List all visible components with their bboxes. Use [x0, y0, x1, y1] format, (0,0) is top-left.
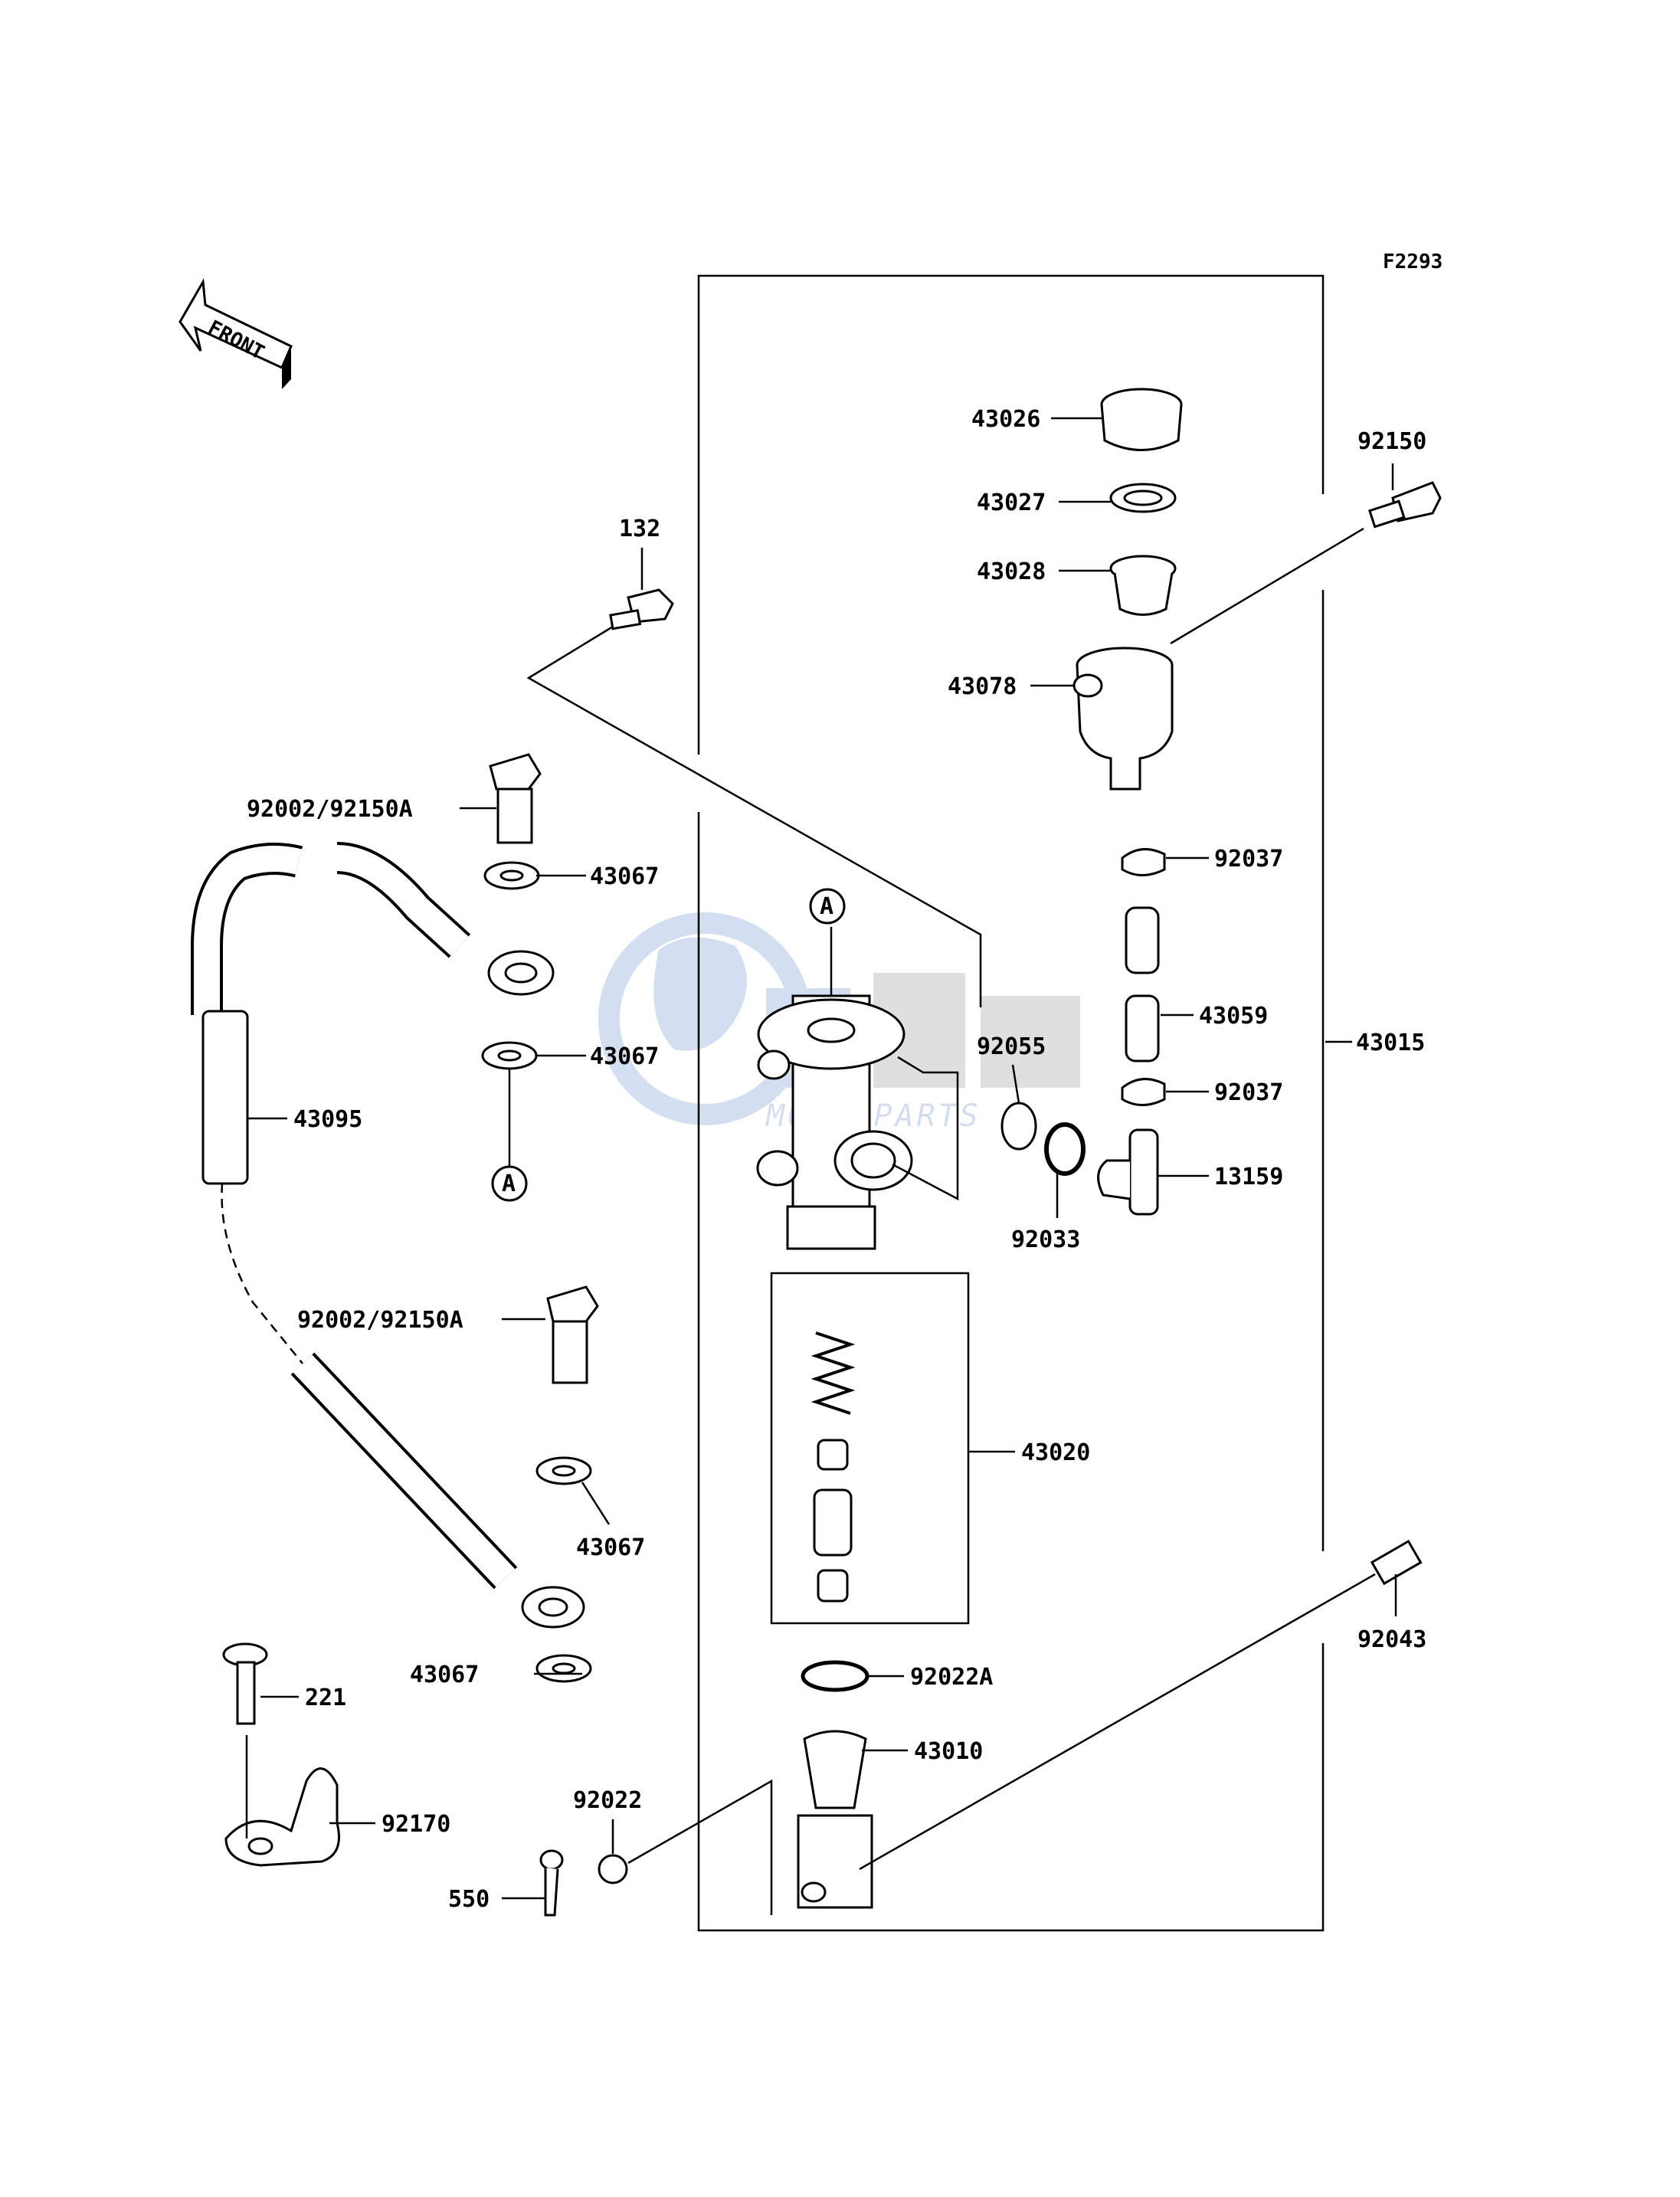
push-rod [797, 1730, 873, 1909]
leader-lines [245, 417, 1397, 1915]
hose-clamp-92170 [224, 1767, 340, 1867]
hose-clamp-1 [1121, 848, 1166, 876]
reservoir-hose [1125, 906, 1160, 1062]
label-43026: 43026 [971, 406, 1040, 433]
reservoir [1073, 647, 1174, 791]
label-43067-1: 43067 [590, 863, 659, 890]
label-92170: 92170 [382, 1811, 450, 1838]
label-43028: 43028 [977, 558, 1046, 585]
label-43020: 43020 [1021, 1439, 1090, 1466]
washer-3 [535, 1456, 592, 1485]
label-92022: 92022 [573, 1787, 642, 1814]
label-92037-2: 92037 [1214, 1079, 1283, 1106]
label-43067-3: 43067 [576, 1534, 645, 1561]
diaphragm-plate [1109, 483, 1177, 513]
brake-hose [191, 842, 585, 1629]
label-43067-4: 43067 [410, 1662, 479, 1688]
label-43015: 43015 [1356, 1030, 1425, 1056]
label-550: 550 [448, 1886, 490, 1913]
label-92002-top: 92002/92150A [247, 796, 413, 823]
piston-cup [817, 1439, 849, 1471]
label-221: 221 [305, 1685, 346, 1711]
washer-4 [535, 1654, 592, 1683]
label-43078: 43078 [948, 673, 1017, 700]
svg-text:A: A [820, 893, 833, 920]
diaphragm [1109, 555, 1177, 616]
label-92150: 92150 [1357, 428, 1426, 455]
circlip-92033 [1044, 1122, 1086, 1176]
banjo-bolt-bottom [546, 1285, 599, 1384]
callout-a-bottom: A [491, 1165, 528, 1202]
reservoir-cap [1100, 388, 1183, 451]
piston-kit-box [770, 1272, 970, 1625]
label-92043: 92043 [1357, 1626, 1426, 1653]
circlip-92022A [801, 1660, 869, 1692]
label-92055: 92055 [977, 1033, 1046, 1060]
label-132: 132 [619, 516, 660, 542]
bolt-92150 [1367, 481, 1442, 529]
o-ring [1000, 1102, 1037, 1151]
label-43095: 43095 [293, 1106, 362, 1133]
master-cylinder-body [756, 994, 913, 1250]
front-arrow-icon: FRONT [178, 278, 293, 389]
figure-code: F2293 [1383, 250, 1443, 273]
callout-a-top: A [809, 888, 846, 925]
piston [813, 1488, 853, 1557]
cotter-pin [539, 1849, 564, 1917]
label-43010: 43010 [914, 1738, 983, 1765]
label-92037-1: 92037 [1214, 846, 1283, 873]
piston-spring [811, 1331, 856, 1415]
part-labels: 43026 43027 43028 43078 92150 132 92002/… [247, 406, 1426, 1913]
label-92002-bottom: 92002/92150A [297, 1307, 463, 1334]
washer-92022 [598, 1854, 628, 1884]
label-13159: 13159 [1214, 1164, 1283, 1190]
assembly-frame [697, 274, 1325, 1932]
label-43027: 43027 [977, 489, 1046, 516]
clevis-pin [1370, 1539, 1423, 1586]
label-43067-2: 43067 [590, 1043, 659, 1070]
screw-221 [222, 1642, 268, 1725]
hose-clamp-2 [1121, 1078, 1166, 1106]
hose-fitting [1097, 1128, 1159, 1216]
svg-text:A: A [502, 1171, 516, 1197]
banjo-bolt-top [489, 753, 542, 844]
label-92022A: 92022A [910, 1664, 993, 1691]
washer-1 [483, 861, 540, 890]
label-43059: 43059 [1199, 1003, 1268, 1030]
washer-2 [481, 1041, 538, 1070]
label-92033: 92033 [1011, 1226, 1080, 1253]
piston-seal [817, 1569, 849, 1603]
bolt-132 [609, 588, 674, 630]
